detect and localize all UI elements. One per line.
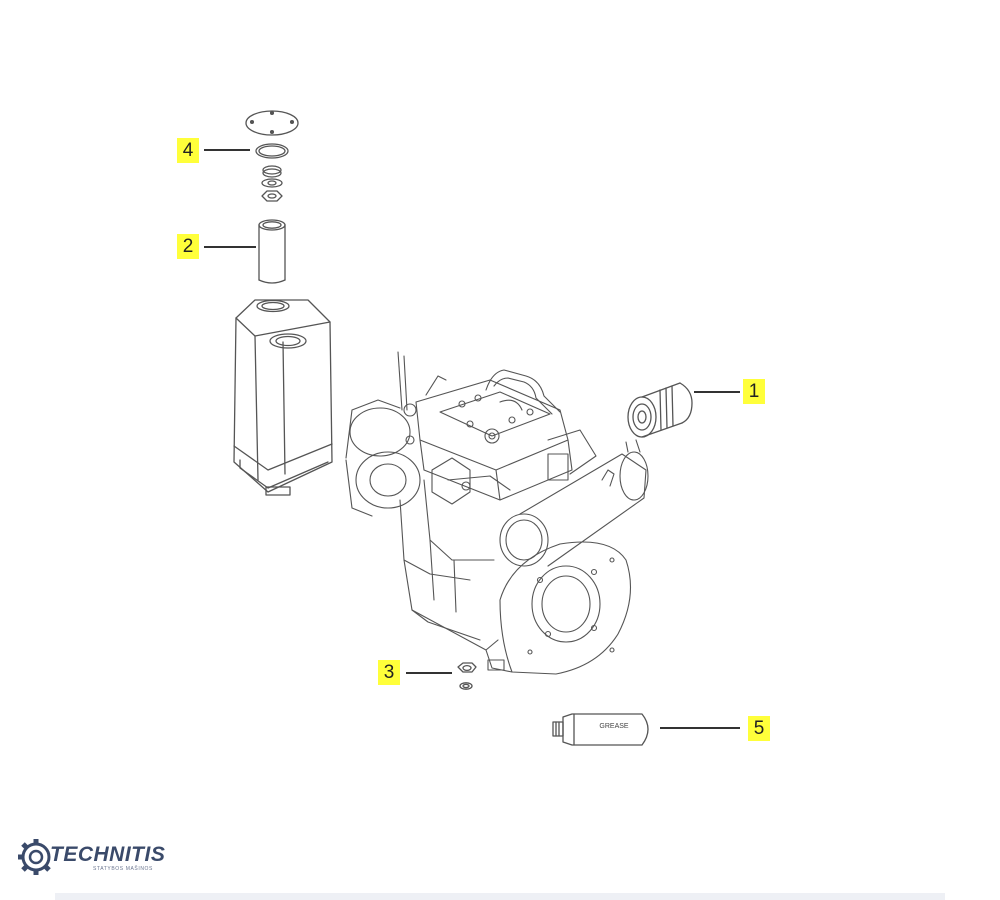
part-2-filter-element (258, 219, 286, 284)
technitis-logo-text: TECHNITIS (50, 843, 166, 866)
part-5-grease-cartridge (552, 713, 649, 746)
part-3-drain-plug (457, 662, 477, 690)
callout-1: 1 (743, 379, 765, 404)
callout-3: 3 (378, 660, 400, 685)
grease-label: GREASE (599, 723, 629, 730)
technitis-logo-tagline: STATYBOS MAŠINOS (93, 866, 153, 872)
footer-bar (55, 893, 945, 900)
part-4-gasket-set (245, 110, 299, 202)
filter-tank-housing (233, 299, 333, 496)
leader-line-2 (204, 246, 256, 248)
leader-line-4 (204, 149, 250, 151)
technitis-logo-gear-icon (18, 839, 51, 875)
callout-2: 2 (177, 234, 199, 259)
leader-line-1 (694, 391, 740, 393)
leader-line-5 (660, 727, 740, 729)
part-1-oil-filter (627, 382, 693, 438)
leader-line-3 (406, 672, 452, 674)
engine-assembly (345, 351, 649, 675)
callout-5: 5 (748, 716, 770, 741)
callout-4: 4 (177, 138, 199, 163)
